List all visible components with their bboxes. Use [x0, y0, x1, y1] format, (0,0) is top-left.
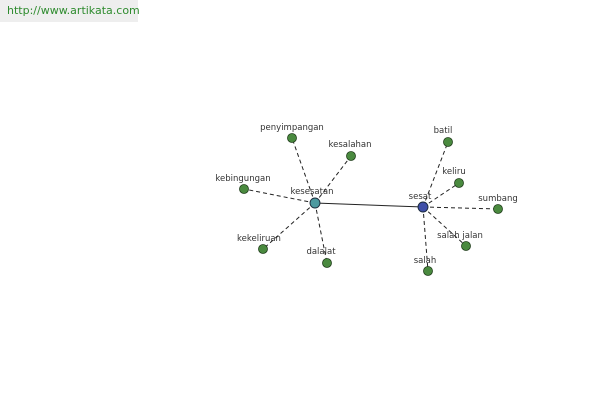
edge-kesesatan-sesat — [314, 202, 424, 208]
node-sumbang[interactable] — [493, 204, 503, 214]
edge-sesat-salah — [422, 206, 429, 272]
edge-sesat-salah-jalan — [422, 206, 467, 247]
site-url-link[interactable]: http://www.artikata.com — [7, 4, 140, 17]
node-salah[interactable] — [423, 266, 433, 276]
node-keliru[interactable] — [454, 178, 464, 188]
label-salah: salah — [414, 256, 437, 266]
node-kebingungan[interactable] — [239, 184, 249, 194]
label-salah-jalan: salah jalan — [437, 231, 483, 241]
node-kesalahan[interactable] — [346, 151, 356, 161]
node-penyimpangan[interactable] — [287, 133, 297, 143]
url-bar: http://www.artikata.com — [0, 0, 140, 22]
label-keliru: keliru — [442, 167, 465, 177]
edge-kesesatan-kebingungan — [243, 188, 316, 204]
edge-sesat-batil — [422, 141, 449, 208]
label-kekeliruan: kekeliruan — [237, 234, 281, 244]
labels-layer: kesesatan sesat penyimpangan kesalahan kebin… — [215, 123, 517, 266]
node-salah-jalan[interactable] — [461, 241, 471, 251]
edge-kesesatan-kesalahan — [314, 155, 352, 204]
edges-layer — [243, 137, 499, 272]
edge-kesesatan-kekeliruan — [262, 202, 316, 250]
label-kesalahan: kesalahan — [328, 140, 371, 150]
node-dalalat[interactable] — [322, 258, 332, 268]
edge-kesesatan-penyimpangan — [291, 137, 316, 204]
edge-sesat-sumbang — [422, 206, 499, 210]
label-batil: batil — [434, 126, 453, 136]
node-sesat[interactable] — [417, 201, 429, 213]
node-kekeliruan[interactable] — [258, 244, 268, 254]
edge-kesesatan-dalalat — [314, 202, 328, 264]
label-sesat: sesat — [409, 192, 432, 202]
nodes-layer — [239, 133, 503, 276]
label-kebingungan: kebingungan — [215, 174, 270, 184]
node-kesesatan[interactable] — [309, 197, 321, 209]
label-dalalat: dalalat — [306, 247, 336, 257]
label-penyimpangan: penyimpangan — [260, 123, 324, 133]
label-sumbang: sumbang — [478, 194, 517, 204]
node-batil[interactable] — [443, 137, 453, 147]
label-kesesatan: kesesatan — [290, 187, 333, 197]
edge-sesat-keliru — [422, 182, 460, 208]
